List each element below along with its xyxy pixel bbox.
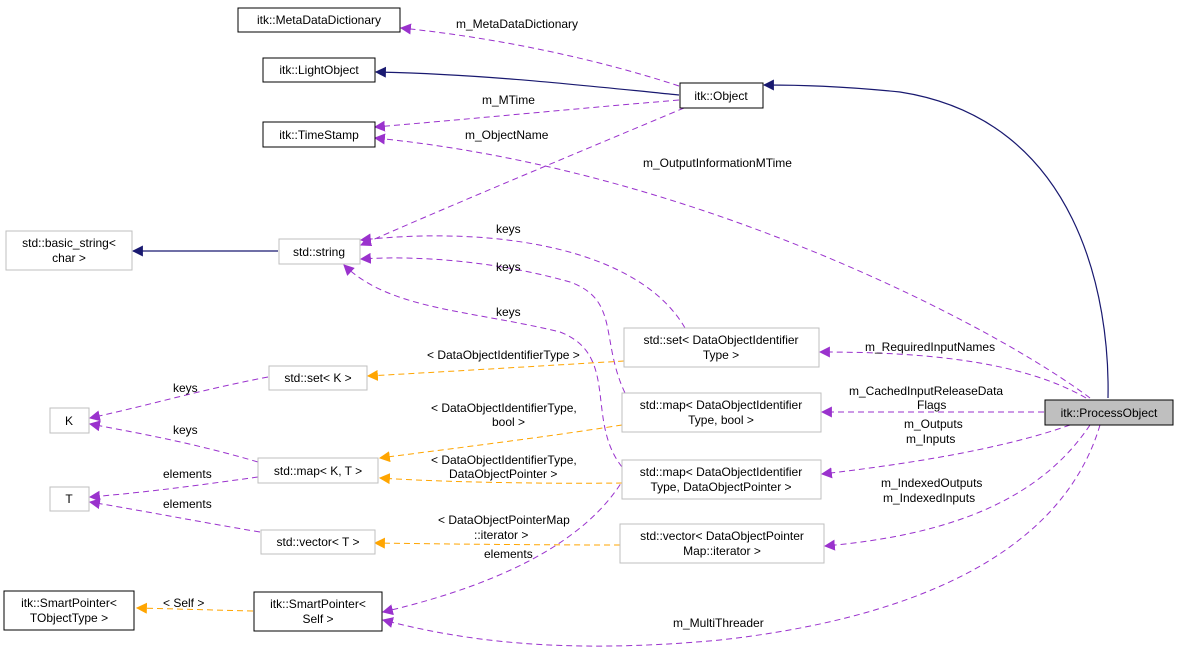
node-metadatadictionary[interactable]: itk::MetaDataDictionary xyxy=(237,7,401,33)
edge-inherit-processobject-object xyxy=(762,79,1109,399)
node-lightobject[interactable]: itk::LightObject xyxy=(262,57,376,83)
label-elements-self: elements xyxy=(484,547,533,561)
node-k-label: K xyxy=(65,414,73,428)
node-smartpointer-self[interactable]: itk::SmartPointer< Self > xyxy=(253,591,383,632)
node-t[interactable]: T xyxy=(49,486,90,512)
node-map-pointer-label-2: Type, DataObjectPointer > xyxy=(650,480,791,494)
label-keys-1: keys xyxy=(496,222,521,236)
edge-elements-vector-t xyxy=(88,498,261,533)
edge-keys-mapptr-string xyxy=(343,264,623,468)
node-string-label: std::string xyxy=(293,245,345,259)
label-m-cached-2: Flags xyxy=(917,398,946,412)
edge-outputs-inputs xyxy=(820,424,1071,479)
label-tmpl-vector-1: < DataObjectPointerMap xyxy=(438,513,570,527)
node-map-pointer-label-1: std::map< DataObjectIdentifier xyxy=(640,465,802,479)
edge-objectname xyxy=(359,107,685,247)
node-object[interactable]: itk::Object xyxy=(679,82,764,109)
node-vector-iterator-label-2: Map::iterator > xyxy=(683,544,761,558)
label-m-indexedinputs: m_IndexedInputs xyxy=(883,491,975,505)
node-map-k-t-label: std::map< K, T > xyxy=(274,464,362,478)
edge-metadatadictionary xyxy=(399,23,680,87)
label-keys-3: keys xyxy=(496,305,521,319)
node-metadatadictionary-label: itk::MetaDataDictionary xyxy=(257,13,381,27)
label-m-objectname: m_ObjectName xyxy=(465,128,549,142)
edge-mtime xyxy=(373,99,680,132)
node-timestamp-label: itk::TimeStamp xyxy=(279,128,359,142)
node-basic-string-label-1: std::basic_string< xyxy=(22,236,116,250)
node-smartpointer-tobjecttype-label-2: TObjectType > xyxy=(30,611,108,625)
edge-tmpl-set xyxy=(366,360,625,381)
node-smartpointer-tobjecttype[interactable]: itk::SmartPointer< TObjectType > xyxy=(3,590,135,631)
node-set-dataobjectidentifier-label-1: std::set< DataObjectIdentifier xyxy=(643,333,798,347)
node-vector-t-label: std::vector< T > xyxy=(277,535,360,549)
node-set-k-label: std::set< K > xyxy=(284,371,351,385)
node-string[interactable]: std::string xyxy=(278,238,361,265)
label-m-outputs: m_Outputs xyxy=(904,417,963,431)
node-timestamp[interactable]: itk::TimeStamp xyxy=(262,121,376,148)
label-m-cached-1: m_CachedInputReleaseData xyxy=(849,384,1003,398)
label-tmpl-map-bool-1: < DataObjectIdentifierType, xyxy=(431,401,577,415)
edge-keys-setk-k xyxy=(88,376,269,422)
node-smartpointer-tobjecttype-label-1: itk::SmartPointer< xyxy=(21,596,117,610)
label-m-inputs: m_Inputs xyxy=(906,432,955,446)
label-tmpl-map-bool-2: bool > xyxy=(492,415,525,429)
node-map-k-t[interactable]: std::map< K, T > xyxy=(257,457,379,484)
node-processobject[interactable]: itk::ProcessObject xyxy=(1044,399,1174,426)
edge-outputinformationmtime xyxy=(373,133,1091,399)
label-keys-setk: keys xyxy=(173,381,198,395)
edge-tmpl-vector xyxy=(373,537,621,549)
label-m-outputinformationmtime: m_OutputInformationMTime xyxy=(643,156,792,170)
label-tmpl-map-ptr-2: DataObjectPointer > xyxy=(449,467,557,481)
label-tmpl-map-ptr-1: < DataObjectIdentifierType, xyxy=(431,453,577,467)
label-m-indexedoutputs: m_IndexedOutputs xyxy=(881,476,982,490)
label-m-requiredinputnames: m_RequiredInputNames xyxy=(865,340,995,354)
node-basic-string-label-2: char > xyxy=(52,251,86,265)
label-keys-2: keys xyxy=(496,260,521,274)
label-keys-mapkt: keys xyxy=(173,423,198,437)
edge-tmpl-map-bool xyxy=(378,424,623,463)
node-vector-iterator[interactable]: std::vector< DataObjectPointer Map::iter… xyxy=(619,523,825,564)
edge-elements-mapptr-self xyxy=(381,466,631,616)
node-map-bool-label-1: std::map< DataObjectIdentifier xyxy=(640,398,802,412)
node-basic-string[interactable]: std::basic_string< char > xyxy=(5,230,133,271)
node-k[interactable]: K xyxy=(49,407,90,434)
node-set-dataobjectidentifier-label-2: Type > xyxy=(703,348,739,362)
node-processobject-label: itk::ProcessObject xyxy=(1061,406,1158,420)
node-smartpointer-self-label-1: itk::SmartPointer< xyxy=(270,597,366,611)
node-map-pointer[interactable]: std::map< DataObjectIdentifier Type, Dat… xyxy=(621,459,822,500)
node-vector-iterator-label-1: std::vector< DataObjectPointer xyxy=(640,529,804,543)
node-lightobject-label: itk::LightObject xyxy=(279,63,359,77)
node-t-label: T xyxy=(65,492,73,506)
label-m-mtime: m_MTime xyxy=(482,93,535,107)
node-set-dataobjectidentifier[interactable]: std::set< DataObjectIdentifier Type > xyxy=(623,327,820,368)
label-tmpl-set: < DataObjectIdentifierType > xyxy=(427,348,580,362)
node-smartpointer-self-label-2: Self > xyxy=(302,612,333,626)
node-map-bool[interactable]: std::map< DataObjectIdentifier Type, boo… xyxy=(621,392,822,433)
node-vector-t[interactable]: std::vector< T > xyxy=(260,529,376,555)
edge-elements-mapkt-t xyxy=(88,476,259,502)
label-elements-map: elements xyxy=(163,467,212,481)
node-map-bool-label-2: Type, bool > xyxy=(688,413,754,427)
edge-requiredinputnames xyxy=(818,346,1087,399)
edge-keys-set-string xyxy=(359,233,686,329)
label-m-metadatadictionary: m_MetaDataDictionary xyxy=(456,17,578,31)
edge-keys-mapkt-k xyxy=(88,420,259,463)
label-tmpl-self: < Self > xyxy=(163,596,204,610)
label-tmpl-vector-2: ::iterator > xyxy=(474,528,528,542)
edge-inherit-object-lightobject xyxy=(374,66,680,96)
edge-keys-mapbool-string xyxy=(359,252,626,394)
edge-tmpl-map-ptr xyxy=(378,473,623,485)
label-m-multithreader: m_MultiThreader xyxy=(673,616,764,630)
node-set-k[interactable]: std::set< K > xyxy=(268,365,368,391)
label-elements-vector: elements xyxy=(163,497,212,511)
edge-indexedoutputs-inputs xyxy=(823,424,1091,551)
node-object-label: itk::Object xyxy=(694,89,748,103)
